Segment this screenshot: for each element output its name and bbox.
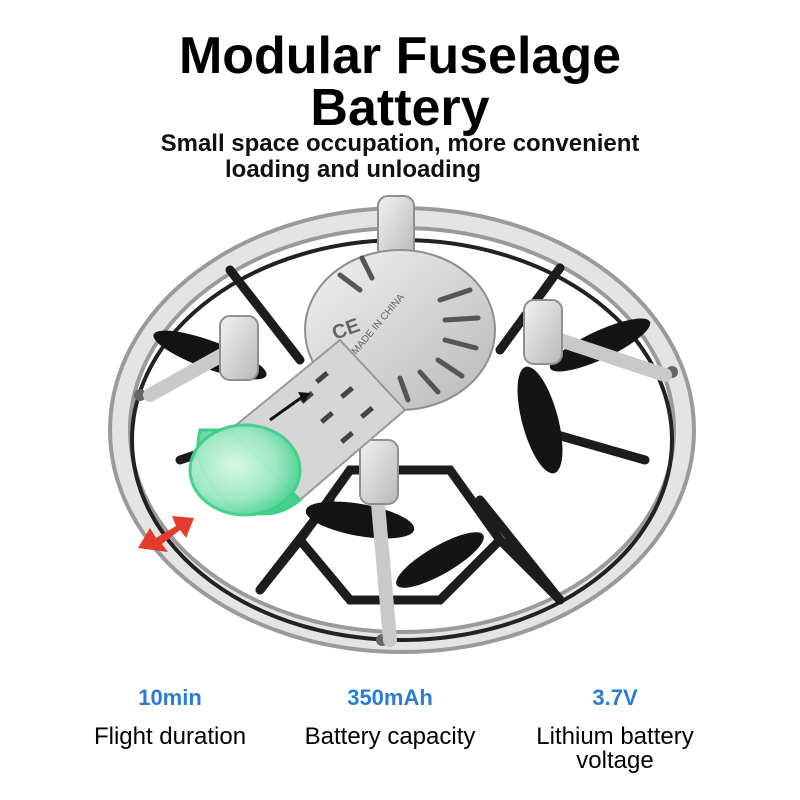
subtitle-line-2: loading and unloading [225, 156, 481, 183]
direction-arrow [138, 516, 194, 552]
spec-value: 10min [138, 685, 202, 710]
spec-value: 3.7V [592, 685, 638, 710]
title-line-2: Battery [310, 79, 490, 137]
title-line-1: Modular Fuselage [178, 27, 622, 85]
subtitle: Small space occupation, more convenient … [130, 131, 670, 183]
spec-label: Flight duration [93, 723, 247, 750]
motors [219, 195, 563, 505]
spec-label: Battery capacity [304, 723, 476, 750]
spec-row: 10min Flight duration 350mAh Battery cap… [0, 685, 800, 795]
page-title: Modular Fuselage Battery [0, 30, 800, 134]
subtitle-line-1: Small space occupation, more convenient [160, 130, 640, 157]
spec-label: Lithium battery [536, 723, 694, 750]
battery-module [188, 338, 407, 517]
spec-battery-voltage: 3.7V Lithium battery voltage [510, 685, 720, 773]
spec-value: 350mAh [347, 685, 433, 710]
spec-label-line-2: voltage [576, 747, 654, 774]
spec-battery-capacity: 350mAh Battery capacity [285, 685, 495, 749]
drone-illustration: CE MADE IN CHINA [108, 195, 696, 654]
spec-flight-duration: 10min Flight duration [70, 685, 270, 749]
